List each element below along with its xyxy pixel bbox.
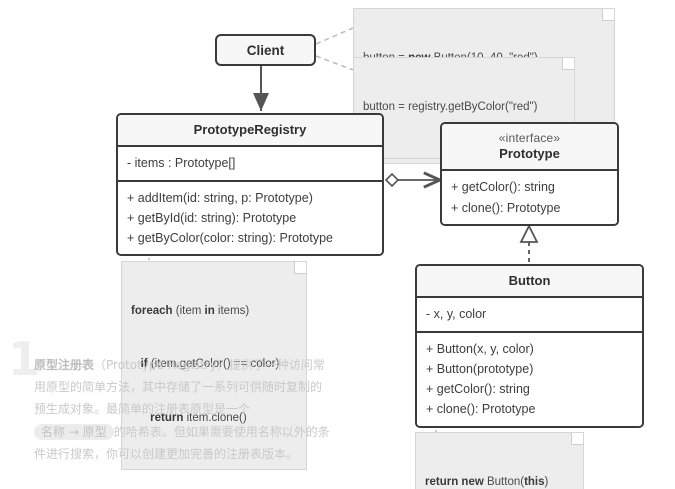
methods-section-prototype-registry: + addItem(id: string, p: Prototype) + ge…	[118, 181, 382, 255]
divider	[417, 296, 642, 299]
class-box-prototype-registry[interactable]: PrototypeRegistry - items : Prototype[] …	[116, 113, 384, 257]
method-row: + clone(): Prototype	[451, 200, 561, 215]
divider	[417, 330, 642, 333]
methods-section-button: + Button(x, y, color) + Button(prototype…	[417, 332, 642, 426]
note-line: if (item.getColor() == color)	[131, 356, 297, 374]
fields-section-button: - x, y, color	[417, 298, 642, 331]
method-row: + getColor(): string	[426, 382, 530, 396]
class-box-prototype-interface[interactable]: «interface» Prototype + getColor(): stri…	[440, 122, 619, 226]
method-row: + Button(x, y, color)	[426, 341, 534, 356]
note-line: return item.clone()	[131, 410, 297, 428]
aggregation-diamond-icon	[384, 172, 400, 188]
blurb-highlight: 名称 → 原型	[34, 423, 114, 440]
edge-client-to-note2	[315, 55, 354, 71]
divider	[118, 179, 382, 182]
note-keyword-this: this	[524, 475, 545, 488]
class-box-button[interactable]: Button - x, y, color + Button(x, y, colo…	[415, 264, 644, 428]
note-line: foreach (item in items)	[131, 303, 297, 321]
blurb-lead: 原型注册表	[34, 358, 95, 372]
methods-section-prototype: + getColor(): string + clone(): Prototyp…	[442, 171, 617, 224]
blurb-text: （Prototype Registry）提供了一种访问常用	[34, 358, 325, 395]
method-row: + addItem(id: string, p: Prototype)	[127, 190, 313, 205]
note-keyword-foreach: foreach	[131, 304, 173, 317]
method-row: + Button(prototype)	[426, 361, 534, 376]
note-text: items)	[214, 304, 250, 317]
interface-name: Prototype	[499, 146, 560, 161]
note-text: Button(	[483, 475, 525, 488]
method-row: + getById(id: string): Prototype	[127, 210, 297, 225]
divider	[118, 145, 382, 148]
blurb-number: 1	[8, 332, 41, 386]
inheritance-triangle-icon	[519, 223, 539, 243]
class-box-client[interactable]: Client	[215, 34, 316, 66]
method-row: + getColor(): string	[451, 180, 555, 195]
note-keyword-if: if	[140, 358, 148, 371]
stereotype-label: «interface»	[498, 131, 561, 145]
note-getbycolor-body: foreach (item in items) if (item.getColo…	[121, 261, 307, 470]
note-text: )	[544, 475, 549, 488]
class-name-prototype: «interface» Prototype	[442, 124, 617, 170]
class-name-client: Client	[246, 42, 285, 58]
method-row: + clone(): Prototype	[426, 402, 536, 417]
blurb-text: 的哈希表。但如果需要使用名称以外的	[113, 424, 318, 439]
method-row: + getByColor(color: string): Prototype	[127, 231, 333, 245]
note-text: item.clone()	[183, 411, 247, 424]
note-keyword-return: return	[150, 411, 184, 424]
class-name-prototype-registry: PrototypeRegistry	[118, 115, 382, 146]
blurb-text: 条件进行搜索，你可以创建更加完善的注册表版本。	[34, 424, 330, 461]
note-keyword-in: in	[204, 304, 215, 317]
note-text: (item.getColor() == color)	[147, 358, 280, 371]
edge-client-to-note1	[315, 27, 354, 45]
blurb-text: 原型的简单方法，其中存储了一系列可供随时复制的预	[34, 380, 323, 417]
divider	[442, 169, 617, 172]
note-keyword-return-new: return new	[425, 475, 484, 488]
note-line: button = registry.getByColor("red")	[363, 100, 538, 113]
note-text: (item	[172, 304, 205, 317]
blurb-text: 生成对象。最简单的注册表原型是一个	[46, 402, 251, 417]
blurb-paragraph: 原型注册表（Prototype Registry）提供了一种访问常用原型的简单方…	[34, 354, 334, 465]
note-line: return new Button(this)	[425, 474, 574, 489]
fields-section-prototype-registry: - items : Prototype[]	[118, 147, 382, 180]
note-button-clone: return new Button(this)	[415, 432, 584, 489]
class-name-button: Button	[417, 266, 642, 297]
field-row: - x, y, color	[426, 307, 487, 322]
field-row: - items : Prototype[]	[127, 156, 236, 171]
